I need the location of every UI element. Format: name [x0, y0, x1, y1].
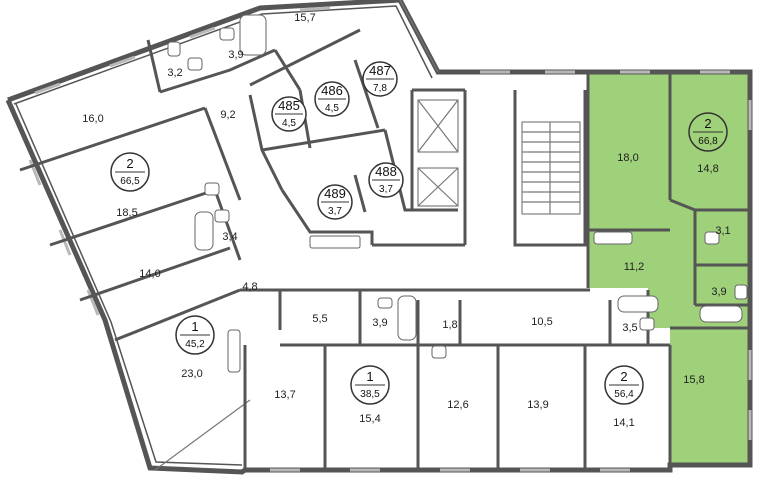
- svg-text:1: 1: [366, 369, 373, 384]
- room-area: 15,8: [683, 374, 704, 386]
- svg-text:3,7: 3,7: [379, 184, 393, 195]
- room-area: 3,5: [622, 322, 637, 334]
- room-area: 10,5: [531, 316, 552, 328]
- room-area: 9,2: [220, 109, 235, 121]
- highlighted-apartment-area[interactable]: [588, 74, 750, 465]
- room-area: 5,5: [312, 313, 327, 325]
- interior-walls: [19, 28, 750, 470]
- svg-text:45,2: 45,2: [185, 339, 205, 350]
- room-area: 4,8: [242, 281, 257, 293]
- svg-text:66,5: 66,5: [120, 176, 140, 187]
- room-area: 1,8: [442, 319, 457, 331]
- room-areas: 15,7 3,2 3,9 16,0 9,2 18,5 3,4 14,0 4,8 …: [82, 12, 730, 429]
- room-area: 18,5: [116, 207, 137, 219]
- svg-text:487: 487: [369, 63, 391, 78]
- svg-text:488: 488: [375, 164, 397, 179]
- room-area: 18,0: [617, 152, 638, 164]
- svg-text:4,5: 4,5: [325, 103, 339, 114]
- svg-text:2: 2: [704, 116, 711, 131]
- room-area: 11,2: [624, 261, 645, 273]
- svg-text:485: 485: [278, 98, 300, 113]
- room-area: 16,0: [82, 113, 103, 125]
- svg-text:56,4: 56,4: [614, 389, 634, 400]
- svg-text:486: 486: [321, 83, 343, 98]
- apartment-badge[interactable]: 2 66,8: [688, 112, 728, 152]
- storage-badges: 485 4,5 486 4,5 487 7,8 488 3,7 489 3,7: [271, 61, 404, 220]
- room-area: 14,0: [139, 268, 160, 280]
- windows: [28, 6, 752, 472]
- apartment-badges: 2 66,8 2 66,5 1 45,2 1 38,5 2 56,4: [110, 112, 728, 405]
- room-area: 3,1: [715, 225, 730, 237]
- apartment-badge[interactable]: 2 66,5: [110, 152, 150, 192]
- svg-text:4,5: 4,5: [282, 118, 296, 129]
- storage-badge[interactable]: 487 7,8: [362, 61, 398, 97]
- room-area: 14,1: [613, 417, 634, 429]
- staircase: [521, 121, 581, 215]
- svg-text:2: 2: [620, 369, 627, 384]
- svg-text:2: 2: [126, 156, 133, 171]
- room-area: 3,9: [228, 49, 243, 61]
- storage-badge[interactable]: 486 4,5: [314, 81, 350, 117]
- storage-badge[interactable]: 488 3,7: [368, 162, 404, 198]
- svg-text:1: 1: [191, 319, 198, 334]
- svg-text:3,7: 3,7: [328, 206, 342, 217]
- room-area: 15,4: [359, 413, 380, 425]
- room-area: 15,7: [294, 12, 315, 24]
- svg-text:7,8: 7,8: [373, 83, 387, 94]
- room-area: 13,7: [274, 389, 295, 401]
- plumbing-fixtures: [167, 14, 748, 373]
- storage-badge[interactable]: 489 3,7: [317, 184, 353, 220]
- apartment-badge[interactable]: 2 56,4: [604, 365, 644, 405]
- room-area: 23,0: [181, 368, 202, 380]
- room-area: 12,6: [447, 399, 468, 411]
- apartment-badge[interactable]: 1 45,2: [175, 315, 215, 355]
- room-area: 3,4: [222, 231, 237, 243]
- room-area: 3,2: [167, 67, 182, 79]
- svg-text:38,5: 38,5: [360, 389, 380, 400]
- room-area: 14,8: [697, 163, 718, 175]
- apartment-badge[interactable]: 1 38,5: [350, 365, 390, 405]
- storage-badge[interactable]: 485 4,5: [271, 96, 307, 132]
- room-area: 3,9: [372, 317, 387, 329]
- svg-text:489: 489: [324, 186, 346, 201]
- elevator-shafts: [417, 99, 459, 207]
- svg-text:66,8: 66,8: [698, 136, 718, 147]
- room-area: 3,9: [711, 286, 726, 298]
- room-area: 13,9: [527, 399, 548, 411]
